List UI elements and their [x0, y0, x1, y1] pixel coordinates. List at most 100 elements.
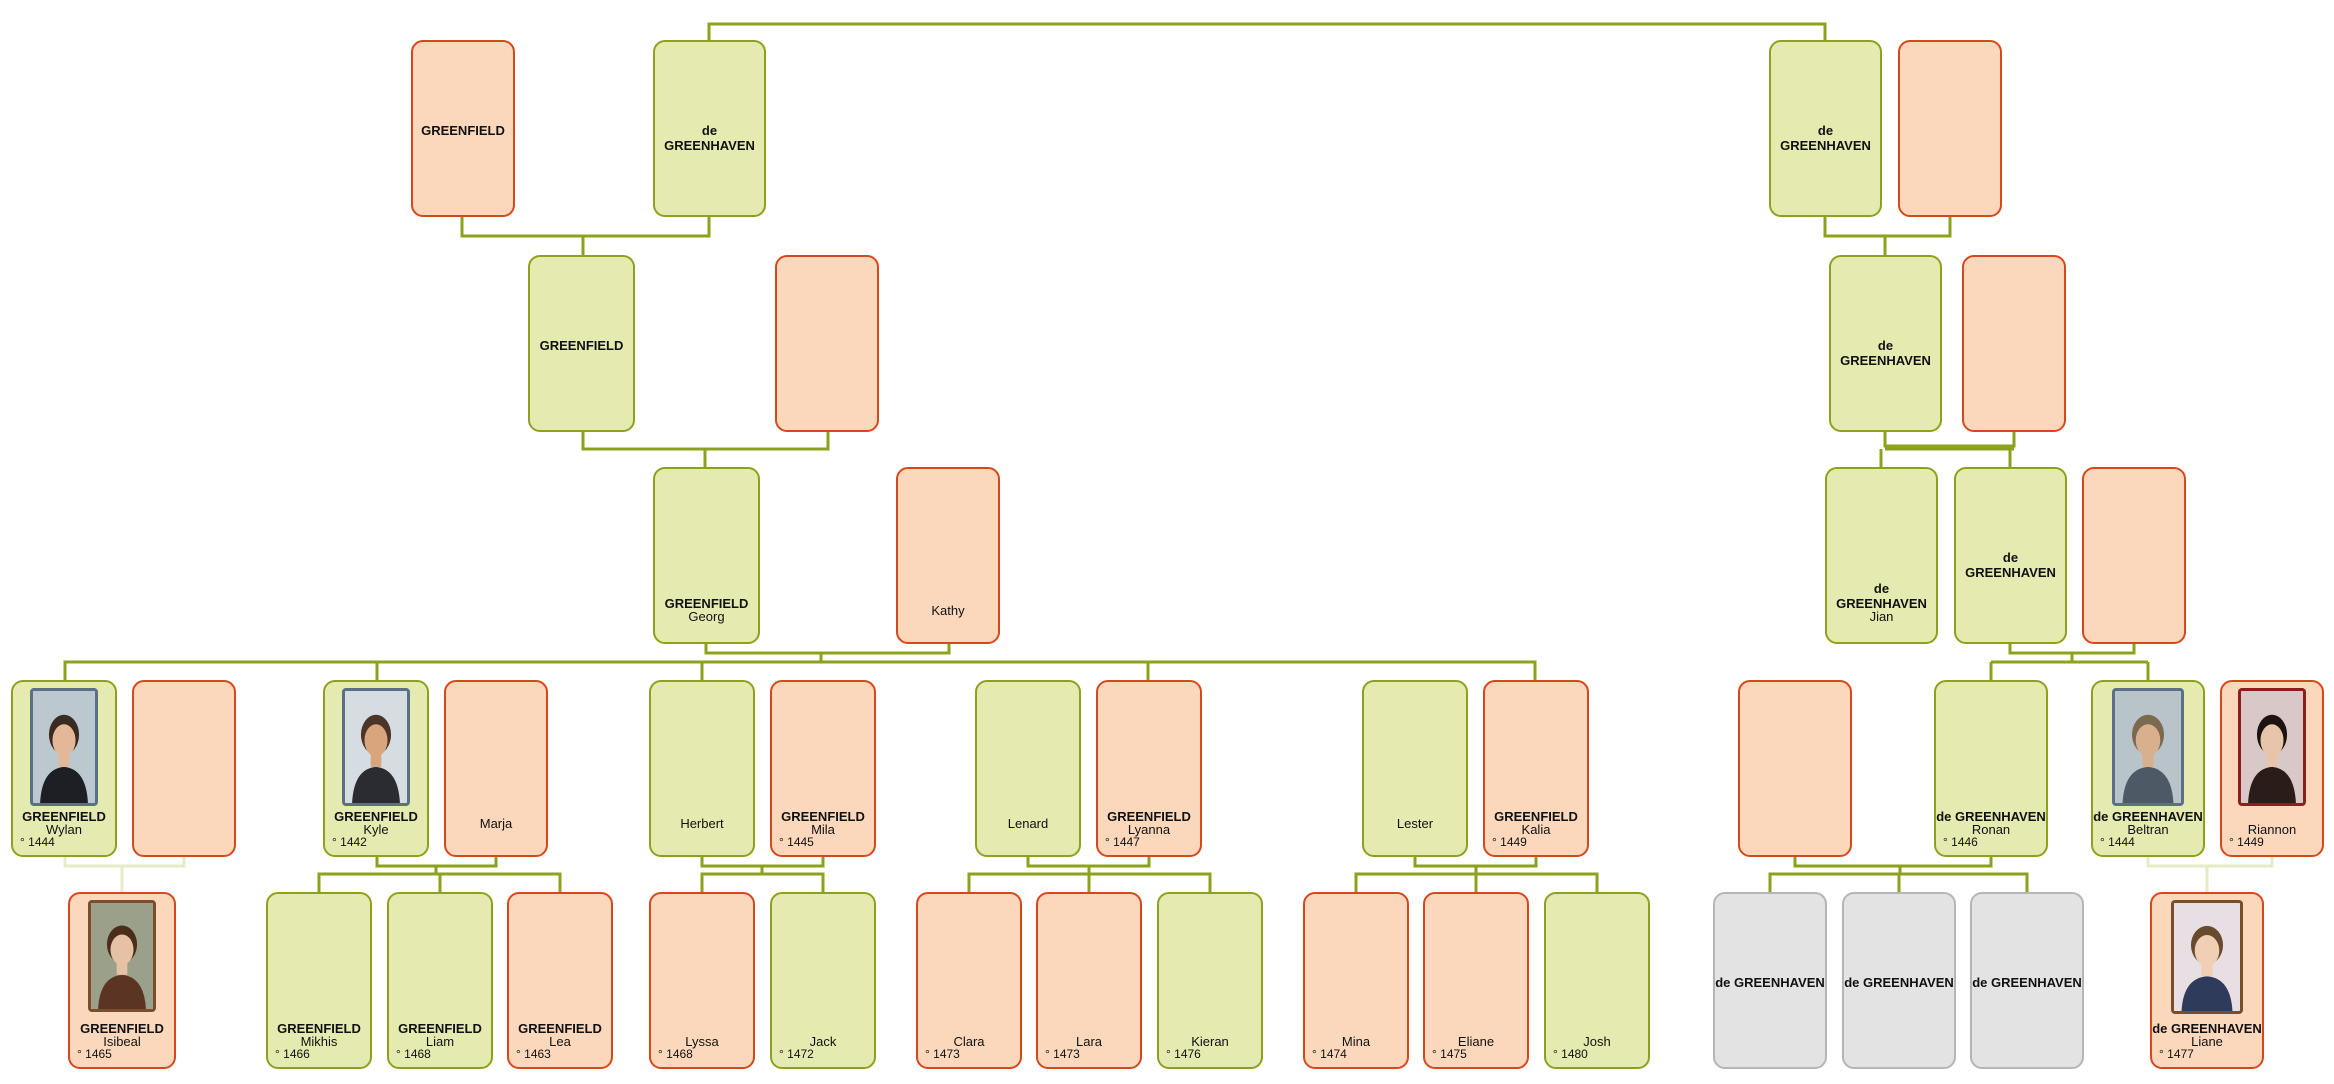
person-card-p41[interactable]: de GREENHAVEN: [1842, 892, 1956, 1069]
surname: de GREENHAVEN: [1836, 581, 1927, 611]
surname: de GREENHAVEN: [1965, 549, 2056, 580]
birth-marker: °: [275, 1047, 280, 1061]
given-name: Wylan: [45, 822, 82, 837]
birth-year: ° 1446: [1943, 835, 1978, 849]
birth-year: ° 1465: [77, 1047, 112, 1061]
birth-year: ° 1473: [1045, 1047, 1080, 1061]
given-name: Mikhis: [300, 1034, 338, 1049]
surname: de GREENHAVEN: [1780, 122, 1871, 153]
person-card-p18[interactable]: Herbert: [649, 680, 755, 857]
surname: de GREENHAVEN: [1936, 809, 2046, 824]
connector-line: [63, 660, 1537, 680]
connector-line: [1793, 857, 1993, 868]
birth-marker: °: [658, 1047, 663, 1061]
person-card-p4[interactable]: [1898, 40, 2002, 217]
connector-line: [1026, 857, 1151, 868]
person-card-p1[interactable]: GREENFIELD: [411, 40, 515, 217]
birth-marker: °: [77, 1047, 82, 1061]
person-card-p2[interactable]: de GREENHAVEN: [653, 40, 766, 217]
given-name: Mila: [811, 822, 835, 837]
connector-line: [704, 644, 951, 655]
person-card-p32[interactable]: Lyssa° 1468: [649, 892, 755, 1069]
birth-year-value: 1473: [1049, 1047, 1080, 1061]
person-card-p6[interactable]: [775, 255, 879, 432]
given-name: Jian: [1869, 609, 1894, 624]
surname: de GREENHAVEN: [664, 122, 755, 153]
portrait-kyle: [342, 688, 410, 806]
surname: GREENFIELD: [334, 809, 418, 824]
given-name: Kathy: [931, 603, 965, 618]
person-card-p37[interactable]: Mina° 1474: [1303, 892, 1409, 1069]
person-card-p12[interactable]: de GREENHAVEN: [1954, 467, 2067, 644]
person-card-p17[interactable]: Marja: [444, 680, 548, 857]
birth-year-value: 1480: [1557, 1047, 1588, 1061]
person-card-p38[interactable]: Eliane° 1475: [1423, 892, 1529, 1069]
birth-marker: °: [2100, 835, 2105, 849]
surname: de GREENHAVEN: [1972, 974, 2082, 990]
surname: GREENFIELD: [421, 122, 505, 138]
portrait-isibeal: [88, 900, 156, 1012]
person-card-p7[interactable]: de GREENHAVEN: [1829, 255, 1942, 432]
birth-marker: °: [1553, 1047, 1558, 1061]
given-name: Lara: [1075, 1034, 1103, 1049]
person-card-p40[interactable]: de GREENHAVEN: [1713, 892, 1827, 1069]
surname: GREENFIELD: [1494, 809, 1578, 824]
person-card-p35[interactable]: Lara° 1473: [1036, 892, 1142, 1069]
person-card-p36[interactable]: Kieran° 1476: [1157, 892, 1263, 1069]
given-name: Liane: [2191, 1034, 2223, 1049]
birth-year-value: 1466: [279, 1047, 310, 1061]
person-card-p3[interactable]: de GREENHAVEN: [1769, 40, 1882, 217]
birth-year-value: 1447: [1109, 835, 1140, 849]
portrait-wylan: [30, 688, 98, 806]
birth-year: ° 1444: [20, 835, 55, 849]
connector-line: [2008, 644, 2136, 655]
given-name: Isibeal: [103, 1034, 141, 1049]
connector-line: [460, 217, 711, 238]
surname: GREENFIELD: [80, 1021, 164, 1036]
birth-year-value: 1468: [662, 1047, 693, 1061]
birth-year-value: 1445: [783, 835, 814, 849]
connector-line: [1823, 217, 1952, 238]
portrait-beltran: [2112, 688, 2184, 806]
given-name: Herbert: [680, 816, 724, 831]
birth-marker: °: [1943, 835, 1948, 849]
person-card-p39[interactable]: Josh° 1480: [1544, 892, 1650, 1069]
surname: GREENFIELD: [22, 809, 106, 824]
person-card-p34[interactable]: Clara° 1473: [916, 892, 1022, 1069]
person-card-p13[interactable]: [2082, 467, 2186, 644]
surname: de GREENHAVEN: [1844, 974, 1954, 990]
person-card-p27[interactable]: Riannon° 1449: [2220, 680, 2324, 857]
person-card-p33[interactable]: Jack° 1472: [770, 892, 876, 1069]
person-card-p24[interactable]: [1738, 680, 1852, 857]
faded-connector-line: [63, 857, 186, 868]
birth-marker: °: [20, 835, 25, 849]
surname: de GREENHAVEN: [2093, 809, 2203, 824]
given-name: Lester: [1396, 816, 1434, 831]
person-card-p42[interactable]: de GREENHAVEN: [1970, 892, 2084, 1069]
person-card-p5[interactable]: GREENFIELD: [528, 255, 635, 432]
person-card-p10[interactable]: Kathy: [896, 467, 1000, 644]
person-card-p20[interactable]: Lenard: [975, 680, 1081, 857]
person-card-p8[interactable]: [1962, 255, 2066, 432]
person-card-p15[interactable]: [132, 680, 236, 857]
birth-year-value: 1468: [400, 1047, 431, 1061]
surname: de GREENHAVEN: [1840, 337, 1931, 368]
birth-year-value: 1449: [2233, 835, 2264, 849]
given-name: Kyle: [363, 822, 389, 837]
birth-year: ° 1476: [1166, 1047, 1201, 1061]
person-card-p22[interactable]: Lester: [1362, 680, 1468, 857]
